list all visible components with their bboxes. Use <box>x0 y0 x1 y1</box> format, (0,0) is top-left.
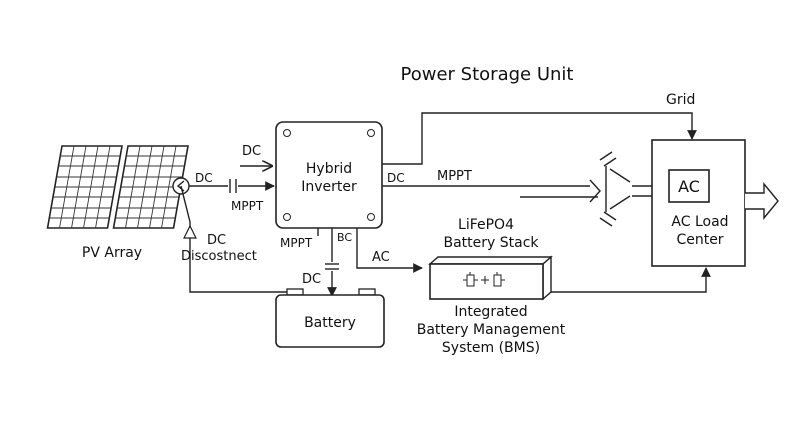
hybrid-inverter <box>275 121 383 229</box>
solar-panel-icon <box>46 145 189 229</box>
inverter-label-2: Inverter <box>301 179 357 195</box>
output-arrow-icon <box>745 182 779 220</box>
bms-label-1: Integrated <box>454 304 527 320</box>
dc-battery-label: DC <box>302 272 321 287</box>
dc-disconnect-line <box>189 222 289 293</box>
battery <box>275 288 385 348</box>
ac-load-label-1: AC Load <box>671 214 728 230</box>
bc-label: BC <box>337 231 352 244</box>
mppt-left-label: MPPT <box>231 199 264 213</box>
lifepo4-label-1: LiFePO4 <box>458 217 514 233</box>
dc-top-label: DC <box>242 144 261 159</box>
mppt-right-label: MPPT <box>437 169 472 184</box>
capacitor-icon <box>325 263 339 270</box>
pv-dc-label: DC <box>195 171 213 185</box>
arrow-icon <box>589 179 601 203</box>
inverter-label-1: Hybrid <box>306 161 352 177</box>
bms-unit <box>428 255 553 301</box>
mppt-bottom-label: MPPT <box>280 236 313 250</box>
bms-label-3: System (BMS) <box>442 340 540 356</box>
capacitor-icon <box>229 179 237 193</box>
grid-label: Grid <box>666 92 695 108</box>
diagram-title: Power Storage Unit <box>401 64 574 85</box>
ac-bms-label: AC <box>372 250 390 265</box>
dc-disconnect-label-1: DC <box>207 233 226 248</box>
lifepo4-label-2: Battery Stack <box>443 235 539 251</box>
bms-label-2: Battery Management <box>417 322 566 338</box>
ac-load-center <box>651 139 746 267</box>
battery-label: Battery <box>304 315 356 331</box>
ac-box-label: AC <box>678 177 700 196</box>
dc-disconnect-label-2: Discostnect <box>181 249 257 264</box>
pv-array-label: PV Array <box>82 245 142 261</box>
ac-load-label-2: Center <box>676 232 723 248</box>
battery-cell-icon <box>463 272 505 287</box>
dc-right-label: DC <box>387 171 405 185</box>
